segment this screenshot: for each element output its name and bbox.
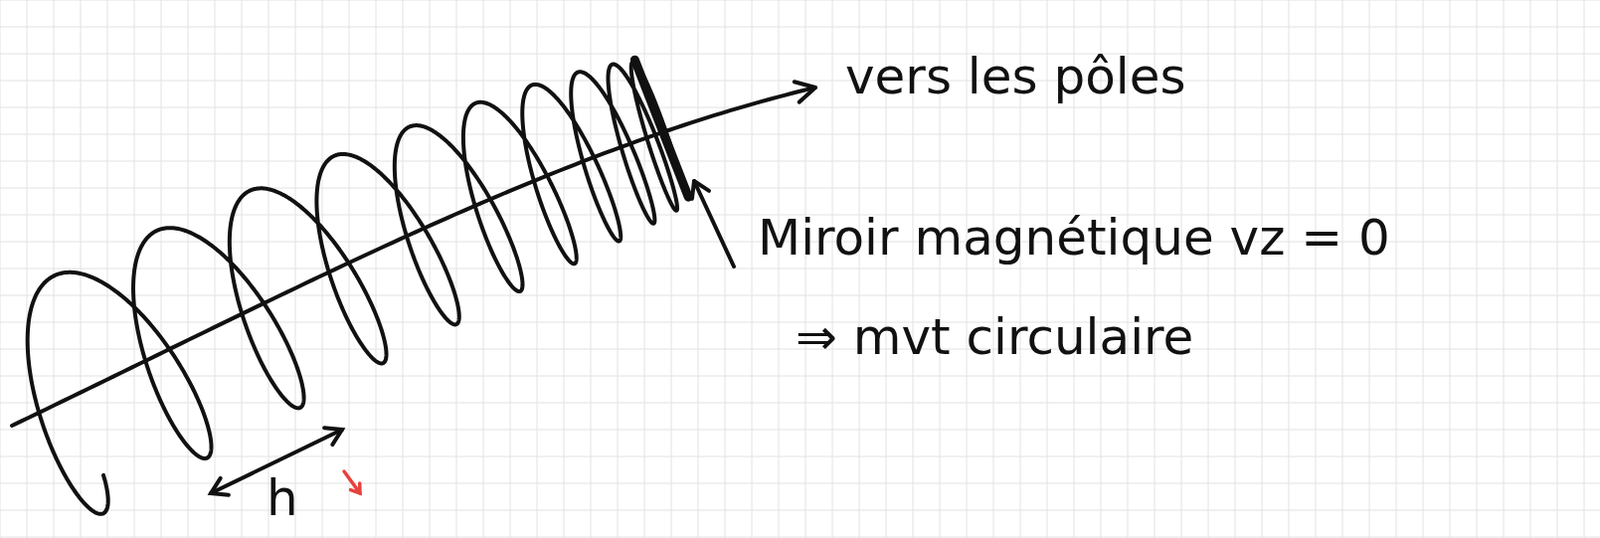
- mirror-stroke: [634, 59, 689, 197]
- helix-drawing: [11, 59, 816, 515]
- grid-line: [0, 510, 1600, 512]
- grid-line: [0, 429, 1600, 431]
- grid-line: [0, 53, 1600, 55]
- grid-line: [0, 161, 1600, 163]
- pitch-arrowhead: [210, 478, 229, 496]
- red-mark: [344, 471, 360, 494]
- grid-line: [0, 536, 1600, 538]
- leader-line: [694, 180, 734, 267]
- leader-arrowhead: [692, 180, 710, 199]
- direction-note: vers les pôles: [845, 49, 1186, 105]
- helix-trajectory: [27, 61, 682, 515]
- grid-line: [0, 80, 1600, 82]
- grid-line: [0, 107, 1600, 109]
- pitch-label: h: [266, 471, 299, 527]
- grid-line: [0, 375, 1600, 377]
- field-arrowhead: [794, 81, 816, 103]
- grid-line: [0, 268, 1600, 270]
- grid-line: [0, 134, 1600, 136]
- red-mark: [351, 483, 360, 494]
- grid-line: [0, 187, 1600, 189]
- grid-line: [0, 402, 1600, 404]
- pitch-arrowhead: [324, 427, 343, 445]
- grid-line: [0, 0, 1600, 1]
- grid-line: [0, 456, 1600, 458]
- grid-line: [0, 483, 1600, 485]
- mirror-note: Miroir magnétique vz = 0: [757, 210, 1391, 266]
- grid-line: [0, 295, 1600, 297]
- grid-line: [0, 26, 1600, 28]
- motion-note: ⇒ mvt circulaire: [795, 310, 1194, 365]
